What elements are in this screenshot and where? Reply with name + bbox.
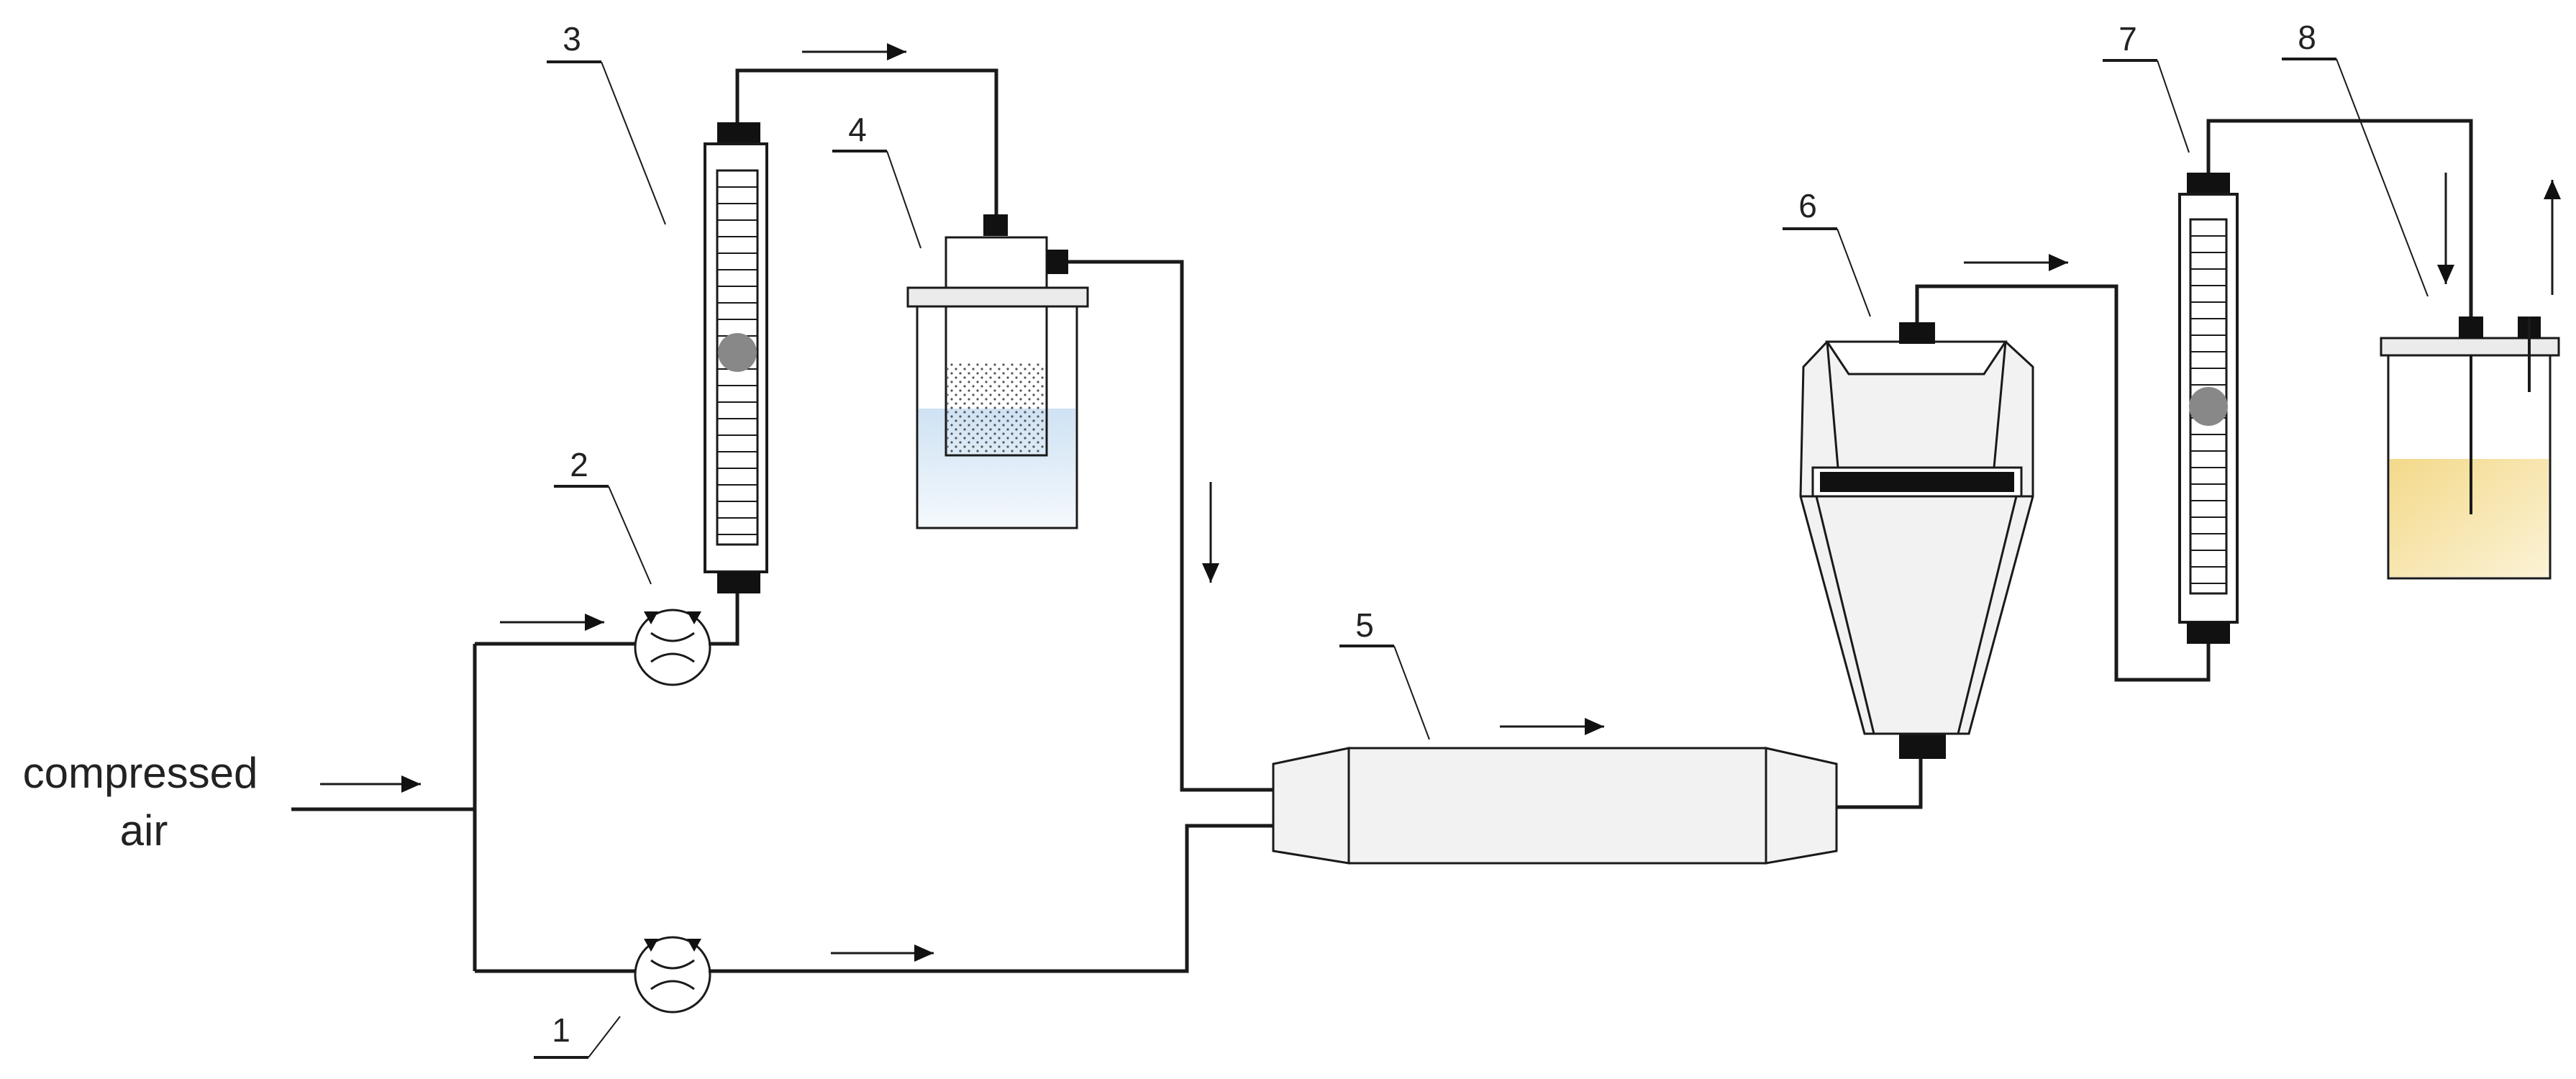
collector-8-liquid — [2390, 459, 2549, 577]
filter-6-top-port — [1899, 322, 1935, 344]
filter-6-edge-left-upper — [1826, 341, 1839, 468]
filter-6-filter-membrane — [1820, 472, 2014, 492]
filter-6-bottom-port — [1899, 734, 1946, 759]
label-5-text: 5 — [1355, 606, 1374, 644]
label-8-text: 8 — [2298, 19, 2316, 56]
chamber-5-outlet-cone — [1765, 747, 1838, 865]
label-1: 1 — [534, 1011, 621, 1059]
flowmeter-3-bottom-cap — [717, 572, 760, 593]
label-1-text: 1 — [552, 1011, 570, 1049]
label-5-leader — [1393, 645, 1430, 740]
valve-2-knob-left — [644, 611, 658, 624]
flowmeter-3-float — [718, 333, 757, 372]
flowmeter-7-float — [2189, 387, 2228, 426]
chamber5-to-cyclone6-pipe — [1837, 759, 1923, 809]
label-8-leader — [2336, 58, 2429, 297]
flowmeter-3-top-cap — [717, 122, 760, 144]
collector-8-lid — [2380, 337, 2560, 357]
flowmeter7-to-collector8-pipe — [2206, 119, 2473, 317]
inlet-label-line1: compressed — [23, 749, 258, 797]
inlet-label-line2: air — [120, 806, 168, 855]
label-2-leader — [608, 486, 652, 585]
valve2-to-flowmeter3-pipe — [709, 590, 739, 646]
inlet-label: compressed air — [23, 749, 258, 855]
label-6: 6 — [1783, 187, 1871, 317]
flowmeter-7 — [2178, 173, 2239, 644]
flowmeter-7-scale — [2190, 235, 2226, 584]
bubbler-4-cap — [945, 236, 1048, 289]
flowmeter-3 — [704, 122, 768, 593]
valve-2-stem-top — [650, 632, 695, 642]
bubbler-4-inlet-port — [983, 214, 1008, 236]
label-4: 4 — [832, 111, 921, 249]
bubbler-4-inner-tube — [945, 305, 1048, 457]
label-6-text: 6 — [1798, 187, 1817, 224]
label-2-text: 2 — [570, 446, 588, 483]
filter-6-edge-right-upper — [1993, 341, 2007, 468]
label-3-leader — [601, 61, 666, 225]
filter-6-edge-left-lower — [1815, 496, 1875, 734]
filter-housing-6 — [1799, 322, 2034, 759]
label-7-leader — [2157, 60, 2190, 153]
valve-2 — [634, 609, 711, 686]
valve-1-knob-right — [687, 939, 701, 952]
bubbler-4 — [906, 214, 1089, 529]
label-2: 2 — [554, 446, 652, 585]
flowmeter-7-bottom-cap — [2187, 622, 2230, 644]
valve-1 — [634, 936, 711, 1014]
filter-6-body — [1799, 340, 2034, 735]
valve-1-knob-left — [644, 939, 658, 952]
collector-8-inlet-port — [2459, 317, 2483, 338]
collector-8 — [2380, 317, 2560, 580]
chamber-5-body — [1347, 747, 1767, 865]
valve-1-body — [634, 936, 711, 1014]
bubbler-4-outlet-port — [1047, 250, 1068, 274]
label-7-text: 7 — [2118, 20, 2137, 58]
bubbler-4-porous-medium — [947, 363, 1045, 454]
valve-2-stem-bottom — [650, 652, 695, 663]
flowmeter3-to-bubbler4-pipe — [735, 68, 998, 214]
valve1-to-chamber5-pipe — [709, 824, 1273, 973]
filter6-to-flowmeter7-pipe — [1915, 284, 2211, 682]
label-8: 8 — [2282, 19, 2429, 297]
label-4-text: 4 — [848, 111, 867, 148]
label-5: 5 — [1339, 606, 1430, 740]
label-3-text: 3 — [563, 20, 581, 58]
bubbler-4-lid — [906, 286, 1089, 308]
valve-1-stem-bottom — [650, 980, 695, 991]
label-6-leader — [1837, 228, 1871, 317]
chamber-5-inlet-cone — [1272, 747, 1350, 865]
label-3: 3 — [547, 20, 666, 225]
valve-1-stem-top — [650, 959, 695, 970]
flowmeter-7-top-cap — [2187, 173, 2230, 194]
chamber-5 — [1272, 747, 1838, 865]
label-7: 7 — [2103, 20, 2190, 153]
filter-6-top-face — [1825, 340, 2008, 375]
valve-2-body — [634, 609, 711, 686]
valve-2-knob-right — [687, 611, 701, 624]
bubbler4-to-chamber5-pipe — [1068, 260, 1273, 792]
label-4-leader — [886, 150, 921, 249]
label-1-leader — [588, 1016, 621, 1058]
filter-6-edge-right-lower — [1957, 496, 2018, 734]
